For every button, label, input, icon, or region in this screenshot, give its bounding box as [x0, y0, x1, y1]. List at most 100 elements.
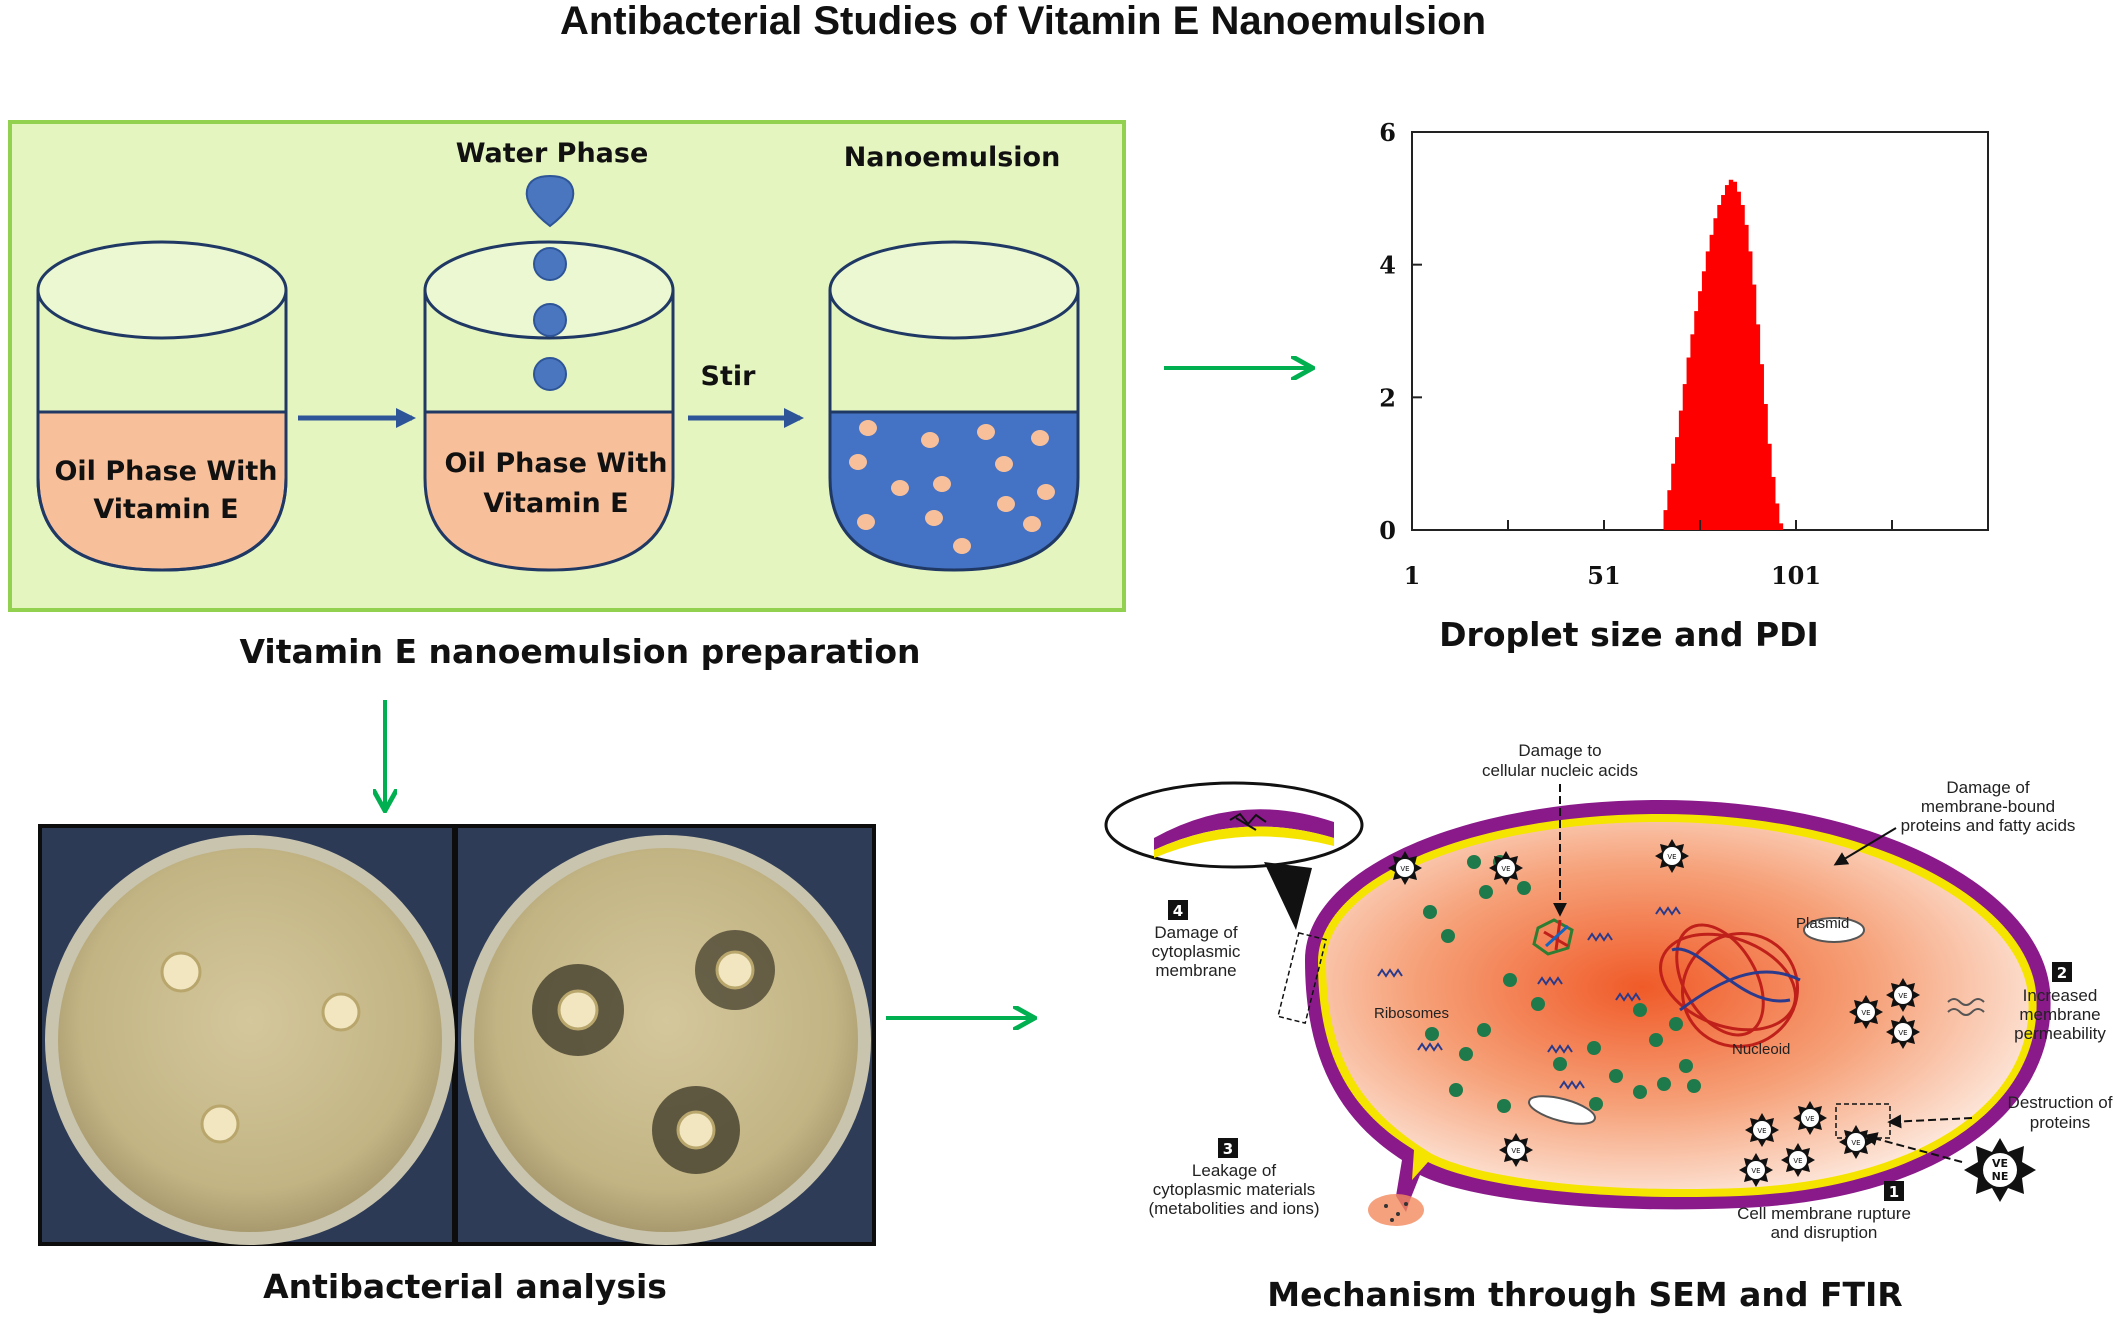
membrane-damage-cracks [1229, 812, 1267, 831]
vene-particle: VE NE [1964, 1138, 2036, 1202]
label-leak-3: (metabolities and ions) [1148, 1199, 1319, 1218]
chart-bar [1682, 384, 1688, 530]
vene-label-2: NE [1992, 1170, 2009, 1183]
nucleoid-dna [1659, 923, 1801, 1049]
antibacterial-caption: Antibacterial analysis [263, 1267, 667, 1306]
label-leak-2: cytoplasmic materials [1153, 1180, 1316, 1199]
leaked-material [1368, 1194, 1424, 1226]
y-tick-label: 2 [1379, 383, 1396, 412]
label-leak-1: Leakage of [1192, 1161, 1276, 1180]
label-cyto-2: cytoplasmic [1152, 942, 1241, 961]
y-tick-label: 0 [1379, 516, 1396, 545]
beaker-oil-phase-2: Oil Phase With Vitamin E [423, 240, 675, 572]
label-perm-3: permeability [2014, 1024, 2106, 1043]
label-cyto-1: Damage of [1154, 923, 1237, 942]
magnifier-pointer [1264, 862, 1312, 930]
label-ribosomes: Ribosomes [1374, 1005, 1449, 1022]
water-drops [525, 174, 575, 391]
chart-bar [1740, 204, 1745, 530]
chart-bar [1736, 191, 1741, 530]
chart-bars [1663, 179, 1784, 531]
plate-agar-right [474, 848, 858, 1232]
chart-bar [1678, 410, 1684, 530]
chart-bar [1698, 291, 1703, 530]
label-rupture-2: and disruption [1771, 1223, 1878, 1242]
preparation-caption: Vitamin E nanoemulsion preparation [239, 632, 920, 671]
chart-bar [1663, 510, 1668, 530]
stir-label: Stir [701, 361, 757, 392]
chart-bar [1709, 234, 1715, 530]
chart-bar [1701, 271, 1707, 530]
mechanism-caption: Mechanism through SEM and FTIR [1267, 1275, 1902, 1314]
nanoemulsion-label: Nanoemulsion [844, 142, 1061, 173]
chart-bar [1686, 357, 1691, 530]
disc-left-1 [160, 951, 202, 993]
chart-bar [1751, 284, 1757, 530]
label-rupture-1: Cell membrane rupture [1737, 1204, 1911, 1223]
leaked-particles [1384, 1202, 1408, 1222]
chart-bar [1748, 251, 1753, 530]
chart-bar [1705, 251, 1711, 530]
beaker-oil-phase-1: Oil Phase With Vitamin E [36, 240, 288, 572]
chart-bar [1763, 403, 1768, 530]
chart-bar [1724, 185, 1730, 530]
chart-bar [1728, 179, 1734, 530]
badge-2: 2 [2052, 962, 2072, 982]
droplet-size-chart: 0 2 4 6 1 51 101 [1379, 118, 1989, 590]
permeability-waves [1947, 998, 1985, 1016]
label-cyto-3: membrane [1155, 961, 1236, 980]
badge-4-text: 4 [1173, 902, 1183, 920]
chart-bar [1759, 364, 1764, 530]
plasmid-shape [1803, 917, 1865, 943]
x-tick-label: 101 [1771, 561, 1821, 590]
label-nucleoid: Nucleoid [1732, 1041, 1790, 1058]
y-tick-label: 6 [1379, 118, 1396, 147]
beaker1-label-line2: Vitamin E [93, 494, 238, 525]
y-tick-label: 4 [1379, 251, 1396, 280]
label-membrane-damage-1: Damage of [1946, 778, 2029, 797]
figure-title: Antibacterial Studies of Vitamin E Nanoe… [560, 0, 1486, 43]
badge-1: 1 [1884, 1181, 1904, 1201]
x-tick-label: 51 [1587, 561, 1620, 590]
label-destr-1: Destruction of [2008, 1093, 2113, 1112]
chart-bar [1713, 218, 1718, 531]
arrow-membrane-damage [1833, 827, 1897, 866]
damaged-nucleic-acid [1532, 918, 1574, 956]
beaker-nanoemulsion [828, 240, 1080, 572]
chart-bar [1755, 324, 1761, 530]
cytoplasm [1326, 822, 2029, 1190]
chart-bar [1667, 490, 1672, 530]
chart-bar [1690, 334, 1695, 530]
disc-right-1 [557, 989, 599, 1031]
water-phase-label: Water Phase [456, 138, 649, 169]
chart-bar [1721, 195, 1726, 530]
label-nucleic-1: Damage to [1518, 741, 1601, 760]
chart-bar [1744, 224, 1749, 530]
label-nucleic-2: cellular nucleic acids [1482, 761, 1638, 780]
chart-bar [1771, 476, 1776, 530]
label-membrane-damage-2: membrane-bound [1921, 797, 2055, 816]
badge-2-text: 2 [2057, 964, 2067, 982]
x-tick-label: 1 [1404, 561, 1421, 590]
chart-bar [1671, 463, 1676, 530]
membrane-section-yellow [1154, 826, 1334, 858]
chart-bar [1694, 311, 1699, 530]
petri-dish-left [45, 835, 455, 1245]
antibacterial-photo [38, 824, 876, 1246]
badge-4: 4 [1168, 900, 1188, 920]
label-destr-2: proteins [2030, 1113, 2090, 1132]
chart-bar [1767, 443, 1772, 530]
badge-3-text: 3 [1223, 1140, 1233, 1158]
beaker1-label-line1: Oil Phase With [54, 456, 277, 487]
disc-left-3 [200, 1104, 240, 1144]
membrane-focus-box [1277, 931, 1327, 1025]
chart-axes: 0 2 4 6 1 51 101 [1379, 118, 1893, 590]
label-perm-2: membrane [2019, 1005, 2100, 1024]
chart-bar [1717, 204, 1722, 530]
plate-agar-left [58, 848, 442, 1232]
badge-3: 3 [1218, 1138, 1238, 1158]
chart-bar [1778, 523, 1784, 530]
beaker2-label-line2: Vitamin E [483, 488, 628, 519]
badge-1-text: 1 [1889, 1183, 1899, 1201]
